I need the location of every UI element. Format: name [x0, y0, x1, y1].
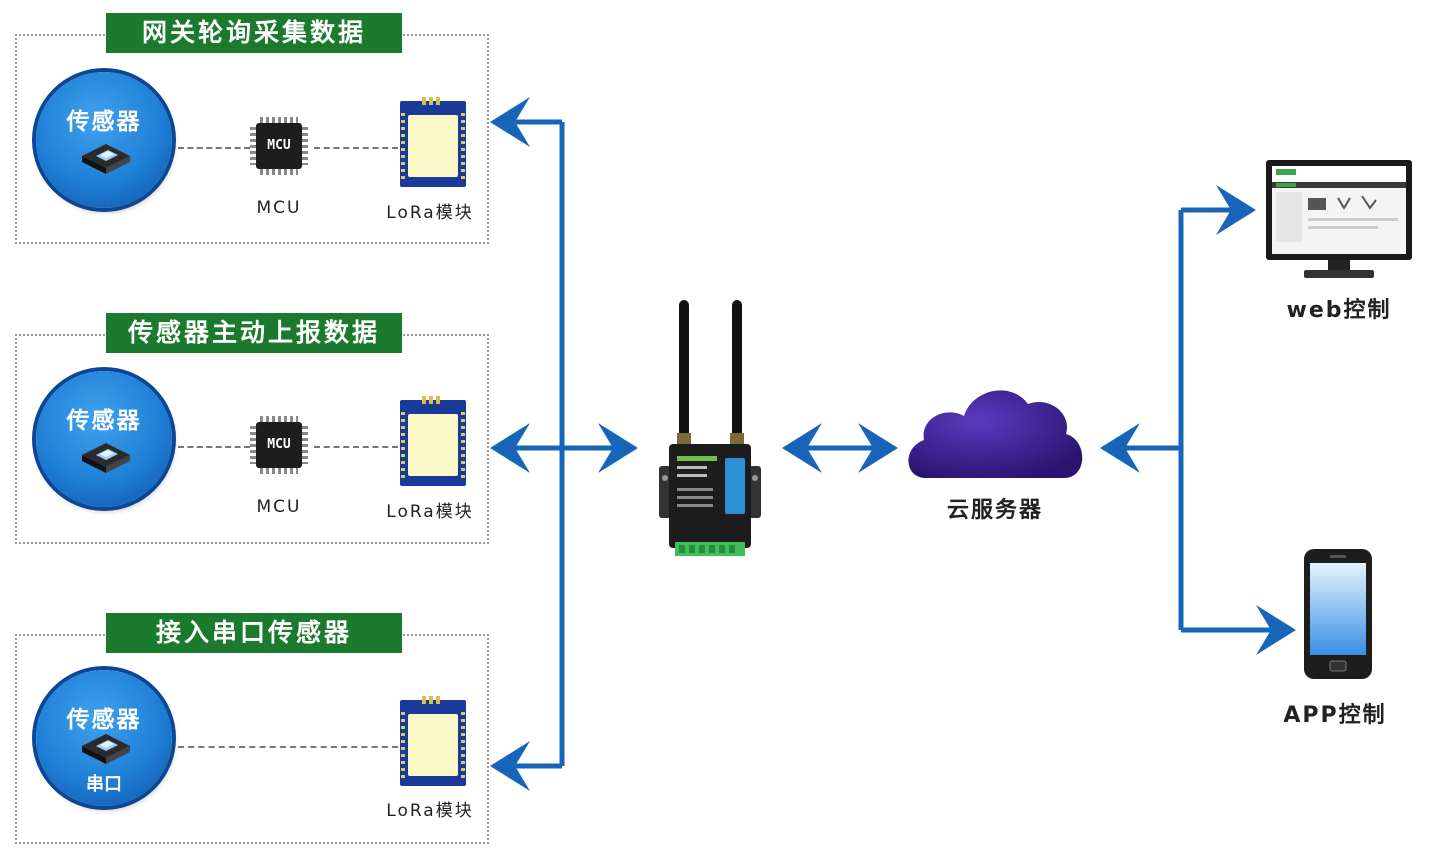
serial-port-label: 串口 — [86, 774, 122, 795]
lora-label: LoRa模块 — [386, 203, 474, 223]
dash-sensor-mcu — [178, 147, 250, 149]
mobile-phone-icon — [1304, 549, 1372, 679]
mcu-chip-text: MCU — [267, 138, 291, 153]
mcu-label: MCU — [256, 198, 302, 218]
group-title-active-report: 传感器主动上报数据 — [106, 313, 402, 353]
mcu-label: MCU — [256, 497, 302, 517]
mcu-chip-text: MCU — [267, 437, 291, 452]
group-title-polling: 网关轮询采集数据 — [106, 13, 402, 53]
sensor-label: 传感器 — [66, 109, 142, 135]
sensor-label: 传感器 — [66, 707, 142, 733]
web-monitor-icon — [1266, 160, 1412, 278]
sensor-chip-icon — [82, 443, 130, 473]
sensor-chip-icon — [82, 734, 130, 764]
lora-module-icon — [400, 396, 466, 486]
lora-label: LoRa模块 — [386, 502, 474, 522]
mcu-chip-icon: MCU — [250, 117, 308, 175]
lora-gateway-icon — [659, 300, 761, 556]
sensor-label: 传感器 — [66, 408, 142, 434]
web-control-label: web控制 — [1286, 298, 1392, 323]
sensor-icon: 传感器 串口 — [36, 670, 172, 806]
dash-sensor-lora — [178, 746, 398, 748]
lora-label: LoRa模块 — [386, 801, 474, 821]
lora-module-icon — [400, 696, 466, 786]
cloud-server-label: 云服务器 — [946, 498, 1043, 523]
sensor-icon: 传感器 — [36, 371, 172, 507]
dash-sensor-mcu — [178, 446, 250, 448]
app-control-label: APP控制 — [1283, 703, 1387, 728]
dash-mcu-lora — [314, 147, 398, 149]
sensor-icon: 传感器 — [36, 72, 172, 208]
sensor-chip-icon — [82, 144, 130, 174]
cloud-server-icon — [908, 390, 1083, 478]
lora-module-icon — [400, 97, 466, 187]
group-title-serial-sensor: 接入串口传感器 — [106, 613, 402, 653]
dash-mcu-lora — [314, 446, 398, 448]
mcu-chip-icon: MCU — [250, 416, 308, 474]
